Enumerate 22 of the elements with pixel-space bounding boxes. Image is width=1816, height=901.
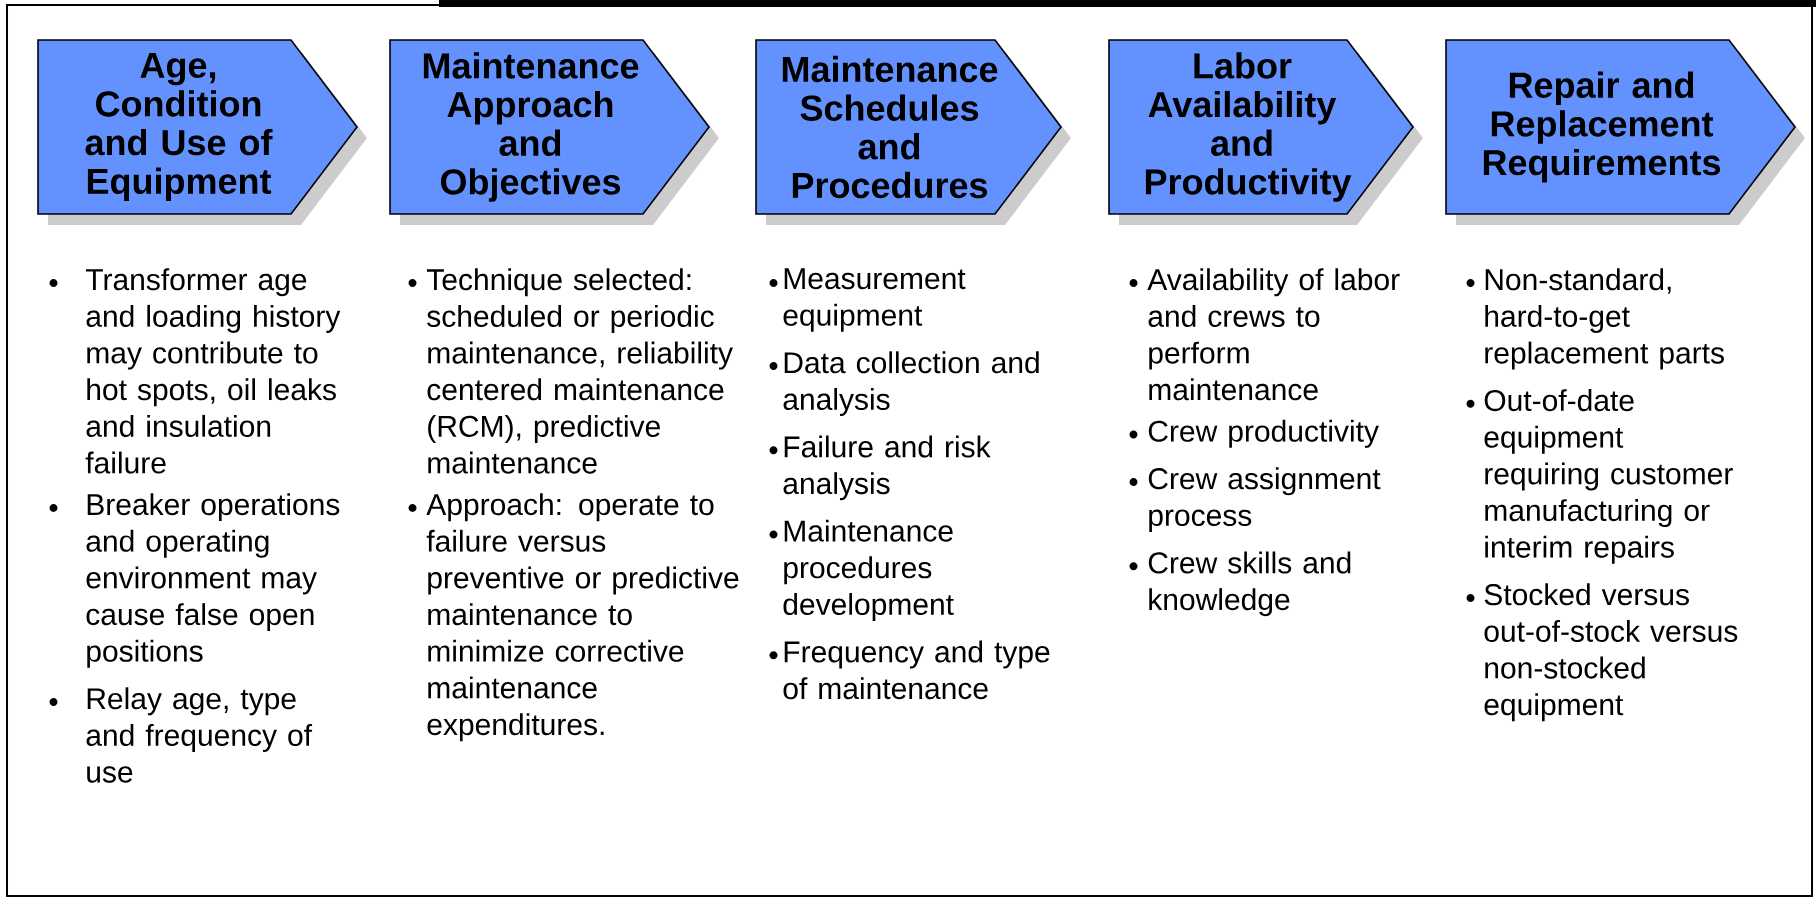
bullet-item: Crew assignment process (1129, 467, 1381, 532)
bullet-item: Breaker operations and operating environment may cause false open positions (49, 493, 340, 668)
bullet-item: Out-of-date equipment requiring customer manufacturing or interim repairs (1466, 389, 1733, 564)
bullet-item: Stocked versus out-of-stock versus non-stocked equipment (1466, 583, 1738, 722)
chevron-box: Labor Availability and Productivity (1108, 39, 1423, 225)
bullet-item: Availability of labor and crews to perform maintenance (1129, 268, 1400, 401)
chevron-box: Maintenance Approach and Objectives (389, 39, 719, 225)
bullet-item: Failure and risk analysis (769, 435, 991, 501)
bullet-item: Crew skills and knowledge (1129, 551, 1351, 617)
bullet-item: Measurement equipment (769, 268, 966, 332)
bullet-item: Transformer age and loading history may contribute to hot spots, oil leaks and insulation failure (49, 268, 341, 474)
bullet-item: Maintenance procedures development (769, 519, 954, 621)
bullet-item: Frequency and type of maintenance (769, 640, 1050, 700)
bullet-item: Technique selected: scheduled or periodic maintenance, reliability centered maintenance (RCM), predictive maintenance (408, 268, 733, 474)
bullet-item: Approach: operate to failure versus preventive or predictive maintenance to minimize corrective maintenance expenditures. (408, 493, 739, 742)
chevron-box: Maintenance Schedules and Procedures (755, 39, 1071, 225)
bullet-item: Crew productivity (1129, 419, 1379, 448)
bullet-item: Non-standard, hard-to-get replacement parts (1466, 268, 1724, 370)
chevron-box: Age, Condition and Use of Equipment (37, 39, 367, 225)
bullet-item: Data collection and analysis (769, 351, 1039, 416)
chevron-box: Repair and Replacement Requirements (1445, 39, 1805, 225)
bullet-item: Relay age, type and frequency of use (49, 687, 313, 783)
